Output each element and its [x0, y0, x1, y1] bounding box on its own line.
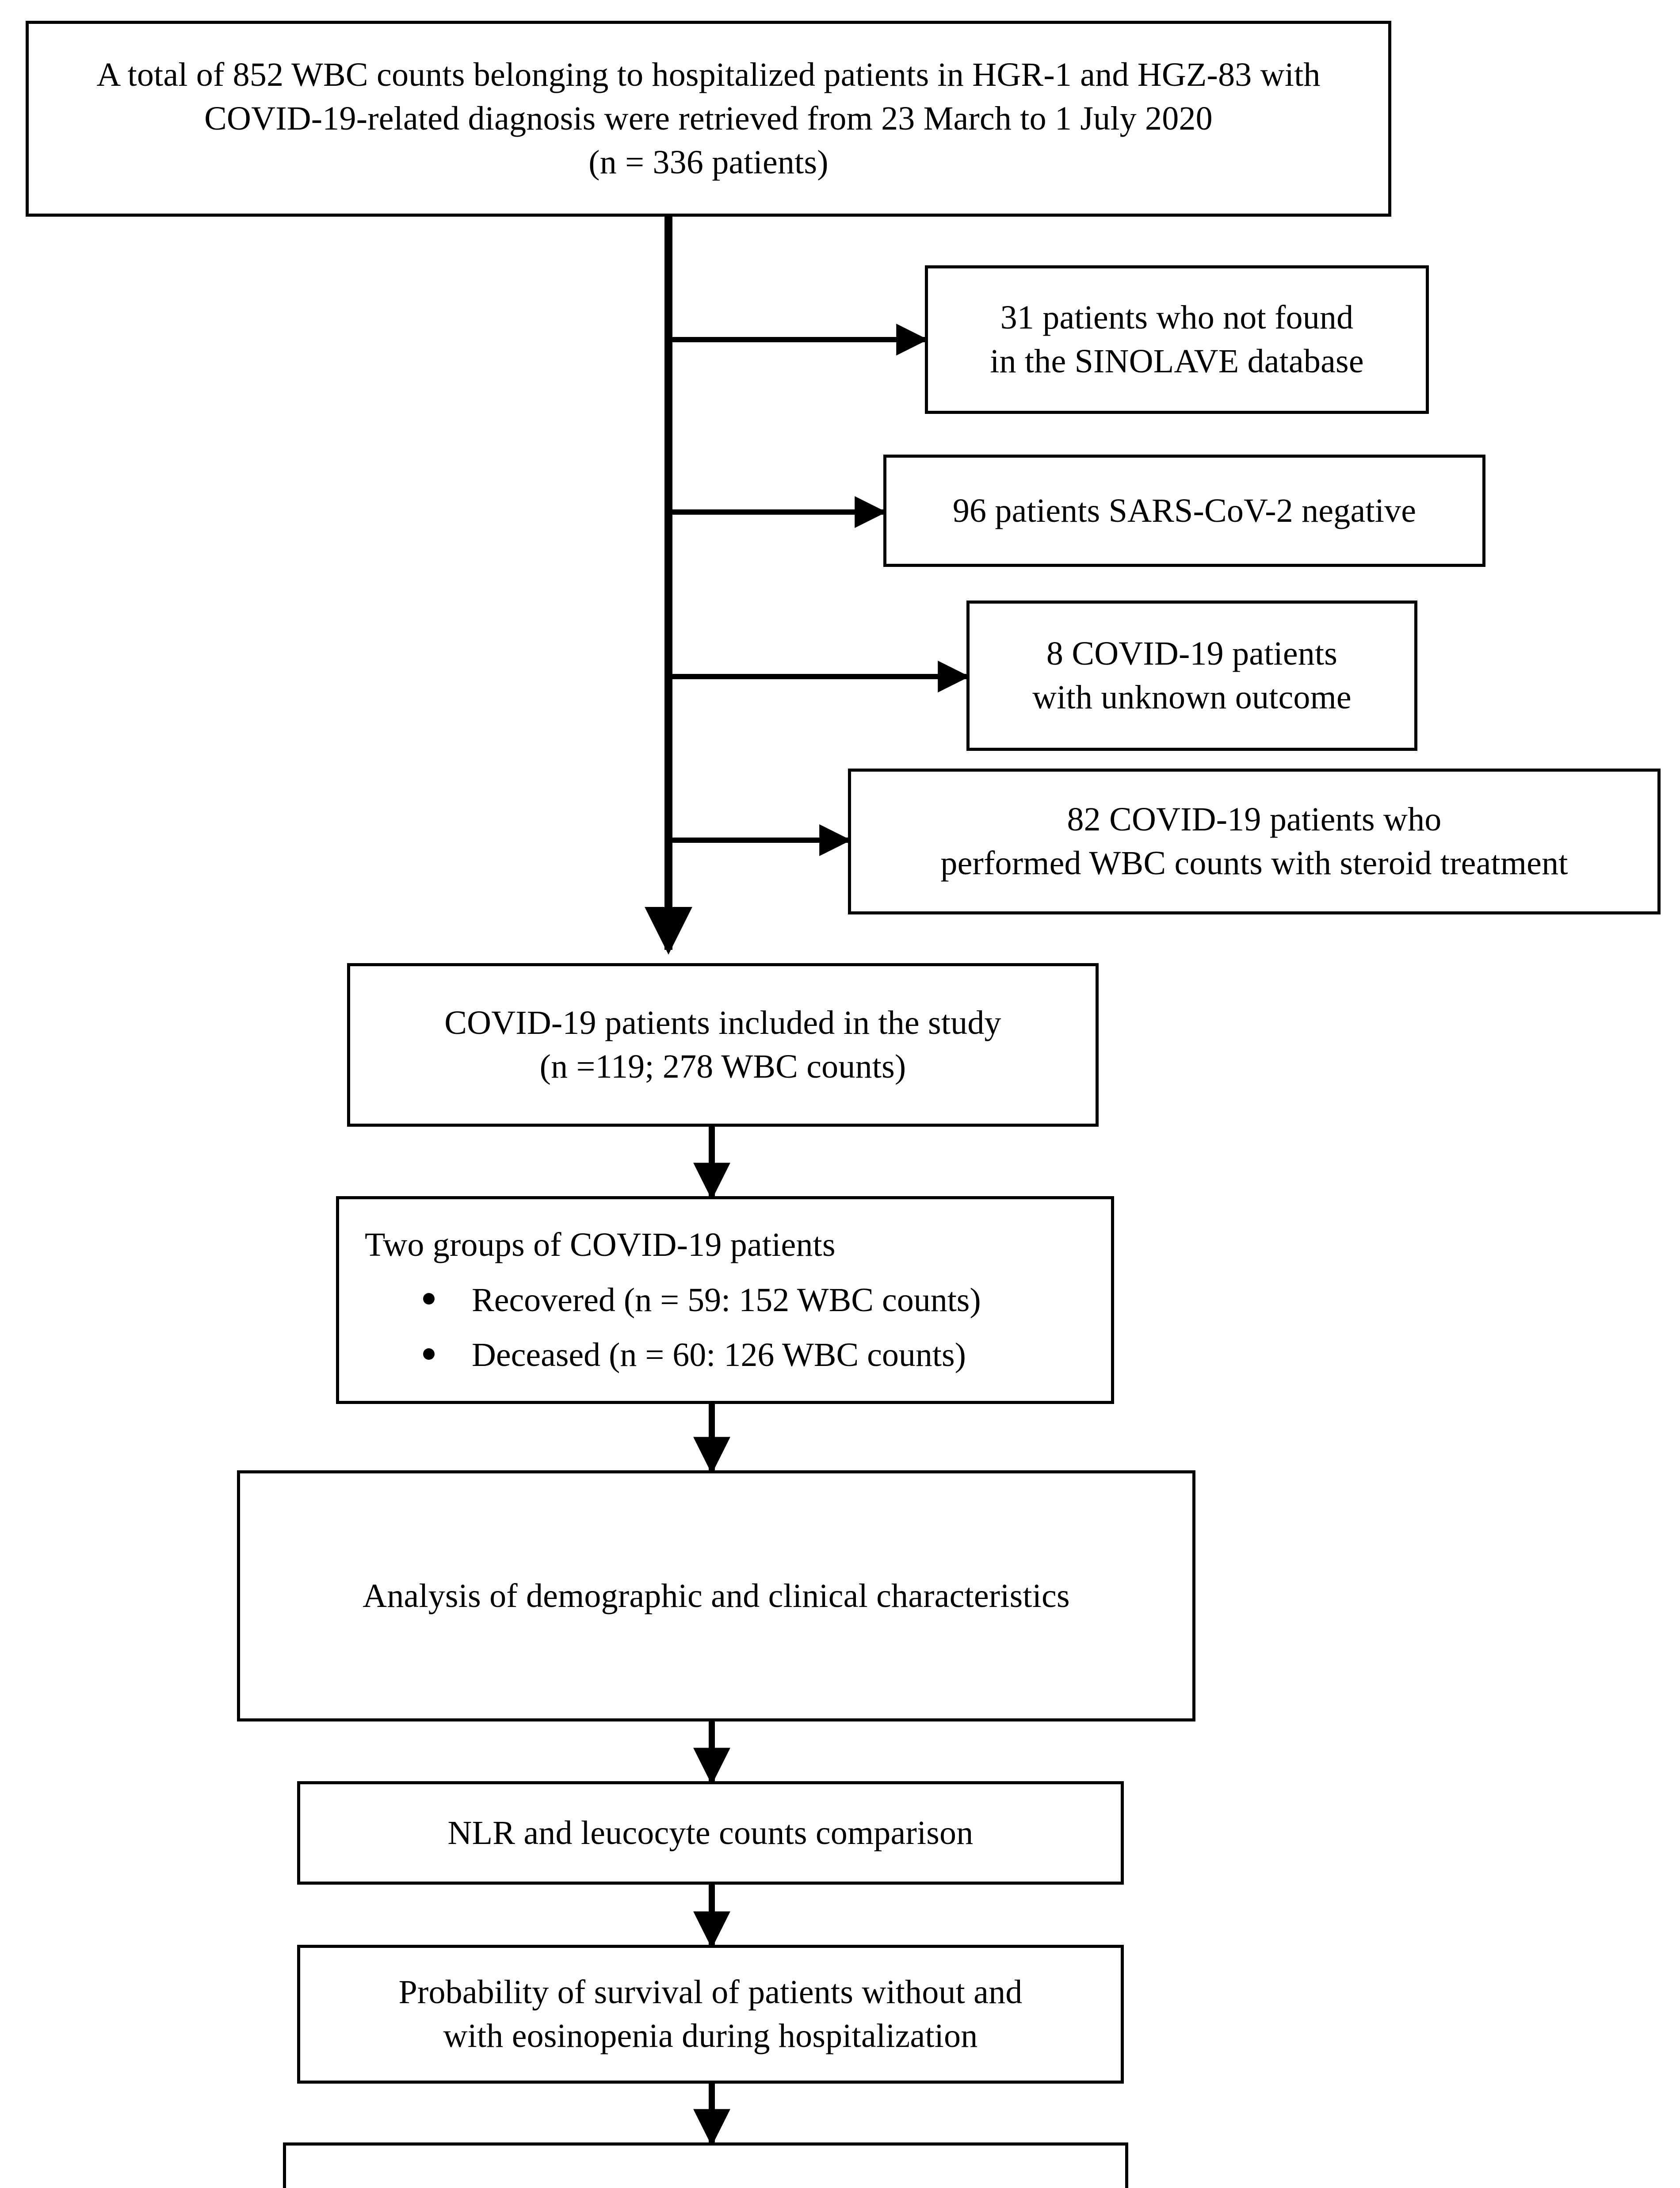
node-excluded-not-in-database: 31 patients who not found in the SINOLAV… — [925, 265, 1429, 414]
node-analysis-demographic: Analysis of demographic and clinical cha… — [237, 1470, 1195, 1721]
bullet-dot-icon — [423, 1348, 435, 1360]
node-analysis-survival-probability: Probability of survival of patients with… — [297, 1945, 1124, 2084]
node-two-groups-list: Recovered (n = 59: 152 WBC counts) Decea… — [339, 1267, 1111, 1377]
node-excluded-sars-negative-text: 96 patients SARS-CoV-2 negative — [952, 492, 1417, 529]
node-excluded-sars-negative: 96 patients SARS-CoV-2 negative — [883, 455, 1485, 567]
node-excluded-steroid-treatment-text: 82 COVID-19 patients who performed WBC c… — [940, 801, 1568, 882]
list-item-recovered: Recovered (n = 59: 152 WBC counts) — [423, 1278, 1111, 1322]
node-excluded-unknown-outcome-text: 8 COVID-19 patients with unknown outcome — [1032, 635, 1352, 716]
list-item-deceased: Deceased (n = 60: 126 WBC counts) — [423, 1333, 1111, 1377]
list-item-deceased-label: Deceased (n = 60: 126 WBC counts) — [472, 1336, 966, 1374]
node-source-cohort: A total of 852 WBC counts belonging to h… — [26, 21, 1391, 217]
list-item-recovered-label: Recovered (n = 59: 152 WBC counts) — [472, 1281, 981, 1319]
bullet-dot-icon — [423, 1293, 435, 1305]
node-included-patients: COVID-19 patients included in the study … — [347, 963, 1099, 1127]
node-excluded-not-in-database-text: 31 patients who not found in the SINOLAV… — [990, 299, 1364, 380]
node-two-groups-heading: Two groups of COVID-19 patients — [365, 1226, 836, 1263]
node-included-patients-text: COVID-19 patients included in the study … — [444, 1004, 1001, 1085]
node-two-groups: Two groups of COVID-19 patients Recovere… — [336, 1196, 1114, 1404]
node-analysis-survival-probability-text: Probability of survival of patients with… — [398, 1974, 1023, 2054]
node-excluded-steroid-treatment: 82 COVID-19 patients who performed WBC c… — [848, 769, 1661, 914]
node-analysis-behavior: Behavior analysis of NLR and leucocyte c… — [283, 2142, 1128, 2188]
node-analysis-nlr-comparison: NLR and leucocyte counts comparison — [297, 1781, 1124, 1885]
node-analysis-demographic-text: Analysis of demographic and clinical cha… — [363, 1577, 1070, 1614]
node-source-cohort-text: A total of 852 WBC counts belonging to h… — [96, 56, 1321, 181]
node-analysis-nlr-comparison-text: NLR and leucocyte counts comparison — [447, 1814, 974, 1851]
node-excluded-unknown-outcome: 8 COVID-19 patients with unknown outcome — [966, 601, 1417, 751]
